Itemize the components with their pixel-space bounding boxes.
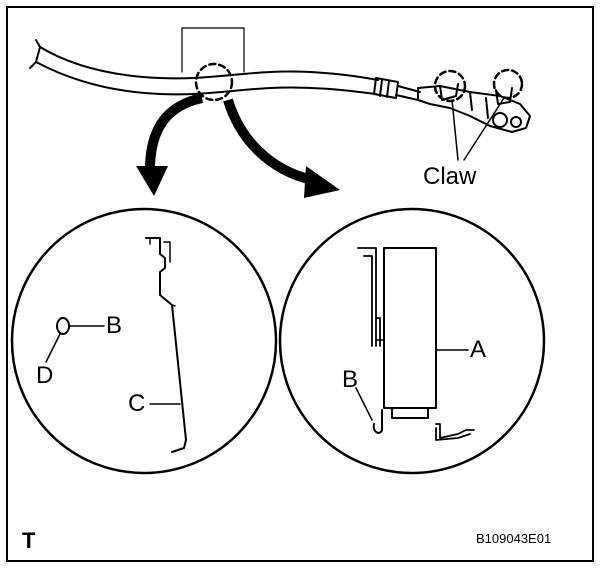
claw-circle-left	[433, 69, 467, 103]
label-d: D	[36, 362, 54, 389]
right-detail-circle	[278, 207, 546, 475]
label-claw: Claw	[423, 163, 477, 190]
part-a-body	[383, 247, 437, 409]
arrow-to-right-detail	[223, 98, 340, 198]
figure-code: B109043E01	[476, 531, 552, 546]
label-b-right: B	[342, 366, 359, 393]
claw-leader-left	[451, 99, 459, 161]
clip-bottom	[435, 423, 475, 441]
left-detail-circle	[10, 207, 278, 475]
cable-ferrule	[373, 77, 399, 99]
arrow-to-left-detail	[136, 93, 204, 196]
cable-overview	[29, 27, 531, 161]
leader-d	[45, 333, 61, 363]
cable-sheath-lower	[35, 61, 377, 96]
corner-mark: T	[22, 528, 36, 553]
label-a: A	[470, 336, 487, 363]
left-detail-view	[10, 207, 278, 475]
cable-bracket	[417, 85, 531, 133]
hook-b-left	[56, 317, 70, 335]
leader-b-right	[355, 387, 373, 421]
hook-b-right	[372, 409, 383, 434]
wire-left	[357, 247, 381, 347]
claw-leader-right	[463, 97, 505, 161]
label-b-left: B	[106, 312, 123, 339]
cable-end	[29, 39, 41, 69]
mounting-bracket	[181, 27, 245, 73]
detail-callout-circle	[194, 62, 234, 102]
label-c: C	[128, 390, 146, 417]
cable-sheath-upper	[39, 46, 379, 81]
bracket-c	[145, 237, 187, 453]
figure-frame	[6, 6, 594, 562]
claw-circle-right	[492, 68, 524, 100]
right-detail-view	[278, 207, 546, 475]
